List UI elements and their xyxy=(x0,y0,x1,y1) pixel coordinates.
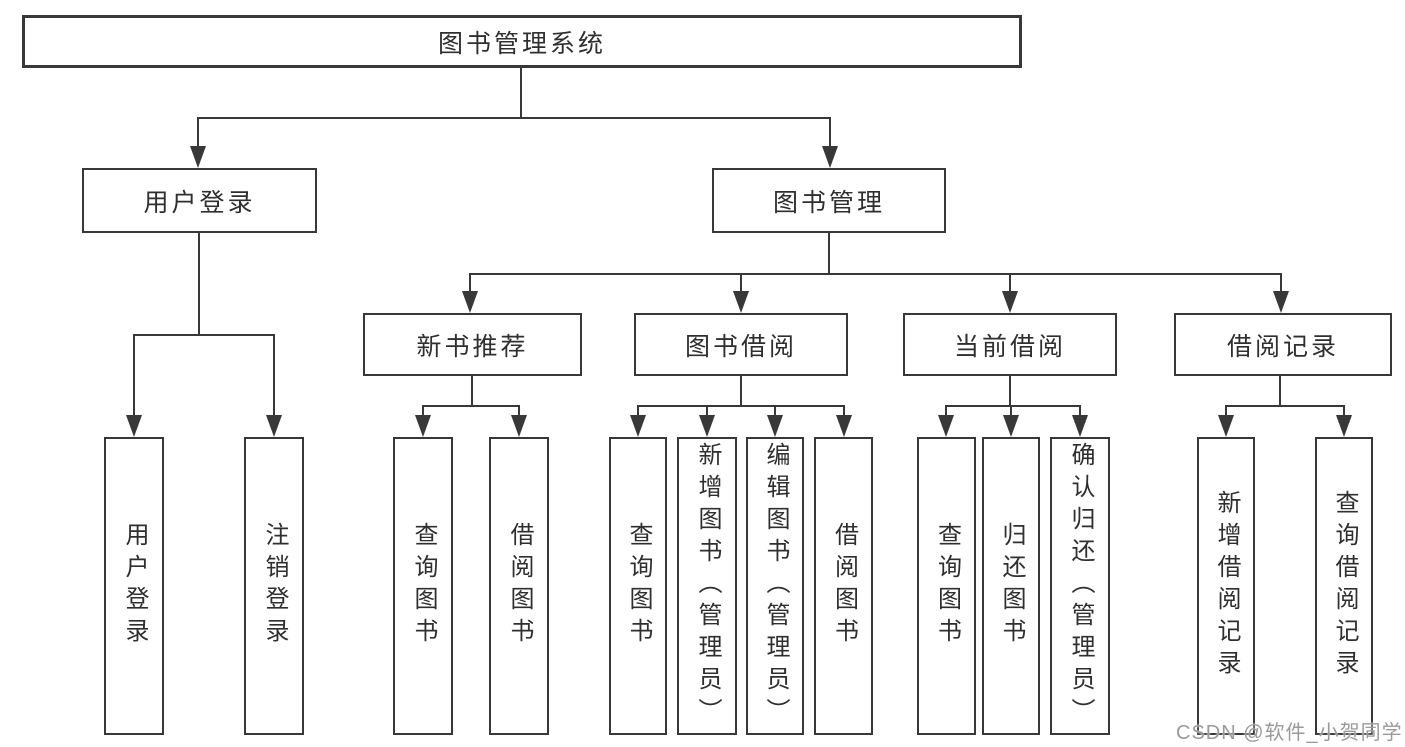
node-rec-query-book: 查询图书 xyxy=(393,437,453,735)
edge-newrec-stem xyxy=(471,376,473,406)
arrowhead-current-borrow xyxy=(1002,291,1018,313)
arrowhead-book-borrow xyxy=(733,291,749,313)
edge-userlogin-rail xyxy=(133,334,275,336)
node-br-add-record: 新增借阅记录 xyxy=(1197,437,1255,735)
node-bb-edit-book-admin: 编辑图书（管理员） xyxy=(746,437,804,735)
arrowhead-bb-query xyxy=(630,415,646,437)
arrowhead-user-login xyxy=(190,146,206,168)
edge-drop-rec-query xyxy=(422,406,424,417)
arrowhead-new-rec xyxy=(462,291,478,313)
node-borrowing-records: 借阅记录 xyxy=(1174,313,1392,376)
edge-bookmgmt-stem xyxy=(828,233,830,274)
edge-drop-bb-add xyxy=(706,406,708,417)
csdn-watermark: CSDN @软件_小贺同学 xyxy=(1176,722,1403,744)
node-cb-confirm-return-admin: 确认归还（管理员） xyxy=(1050,437,1110,735)
arrowhead-cb-confirm xyxy=(1072,415,1088,437)
edge-root-rail xyxy=(197,117,831,119)
edge-drop-current-borrow xyxy=(1009,274,1011,294)
arrowhead-cb-query xyxy=(938,415,954,437)
edge-drop-cb-return xyxy=(1010,406,1012,417)
arrowhead-borrow-records xyxy=(1273,291,1289,313)
edge-drop-bb-borrow xyxy=(843,406,845,417)
edge-userlogin-stem xyxy=(198,233,200,335)
edge-drop-br-add xyxy=(1225,406,1227,417)
arrowhead-bb-edit xyxy=(767,415,783,437)
edge-drop-new-rec xyxy=(469,274,471,294)
arrowhead-rec-borrow xyxy=(511,415,527,437)
edge-drop-borrow-records xyxy=(1280,274,1282,294)
node-logout-user: 注销登录 xyxy=(244,437,304,735)
edge-drop-br-query xyxy=(1343,406,1345,417)
edge-drop-cb-query xyxy=(945,406,947,417)
arrowhead-logout-user xyxy=(266,415,282,437)
node-current-borrowing: 当前借阅 xyxy=(903,313,1117,376)
arrowhead-bb-borrow xyxy=(836,415,852,437)
node-user-login: 用户登录 xyxy=(82,168,317,233)
node-bb-borrow-book: 借阅图书 xyxy=(814,437,873,735)
arrowhead-rec-query xyxy=(415,415,431,437)
edge-newrec-rail xyxy=(422,405,520,407)
edge-bookmgmt-rail xyxy=(469,273,1282,275)
edge-records-stem xyxy=(1279,376,1281,406)
edge-bookborrow-rail xyxy=(637,405,845,407)
edge-drop-login-user xyxy=(133,335,135,417)
arrowhead-br-query xyxy=(1336,415,1352,437)
node-bb-query-book: 查询图书 xyxy=(609,437,667,735)
node-rec-borrow-book: 借阅图书 xyxy=(489,437,549,735)
edge-drop-bb-edit xyxy=(774,406,776,417)
edge-drop-cb-confirm xyxy=(1079,406,1081,417)
arrowhead-book-mgmt xyxy=(822,146,838,168)
arrowhead-login-user xyxy=(126,415,142,437)
edge-root-drop-book-mgmt xyxy=(829,118,831,148)
arrowhead-bb-add xyxy=(699,415,715,437)
node-new-book-recommendation: 新书推荐 xyxy=(363,313,582,376)
arrowhead-br-add xyxy=(1218,415,1234,437)
node-cb-return-book: 归还图书 xyxy=(982,437,1040,735)
node-library-system: 图书管理系统 xyxy=(22,15,1022,68)
edge-root-drop-user-login xyxy=(197,118,199,148)
edge-currentborrow-stem xyxy=(1009,376,1011,406)
edge-bookborrow-stem xyxy=(740,376,742,406)
node-bb-add-book-admin: 新增图书（管理员） xyxy=(677,437,737,735)
edge-drop-bb-query xyxy=(637,406,639,417)
node-book-management: 图书管理 xyxy=(712,168,946,233)
edge-drop-rec-borrow xyxy=(518,406,520,417)
edge-drop-book-borrow xyxy=(740,274,742,294)
node-br-query-record: 查询借阅记录 xyxy=(1315,437,1373,735)
edge-currentborrow-rail xyxy=(945,405,1081,407)
edge-records-rail xyxy=(1225,405,1345,407)
edge-root-stem xyxy=(520,68,522,118)
node-login-user: 用户登录 xyxy=(104,437,164,735)
arrowhead-cb-return xyxy=(1003,415,1019,437)
edge-drop-logout-user xyxy=(273,335,275,417)
node-cb-query-book: 查询图书 xyxy=(917,437,976,735)
node-book-borrowing: 图书借阅 xyxy=(634,313,848,376)
